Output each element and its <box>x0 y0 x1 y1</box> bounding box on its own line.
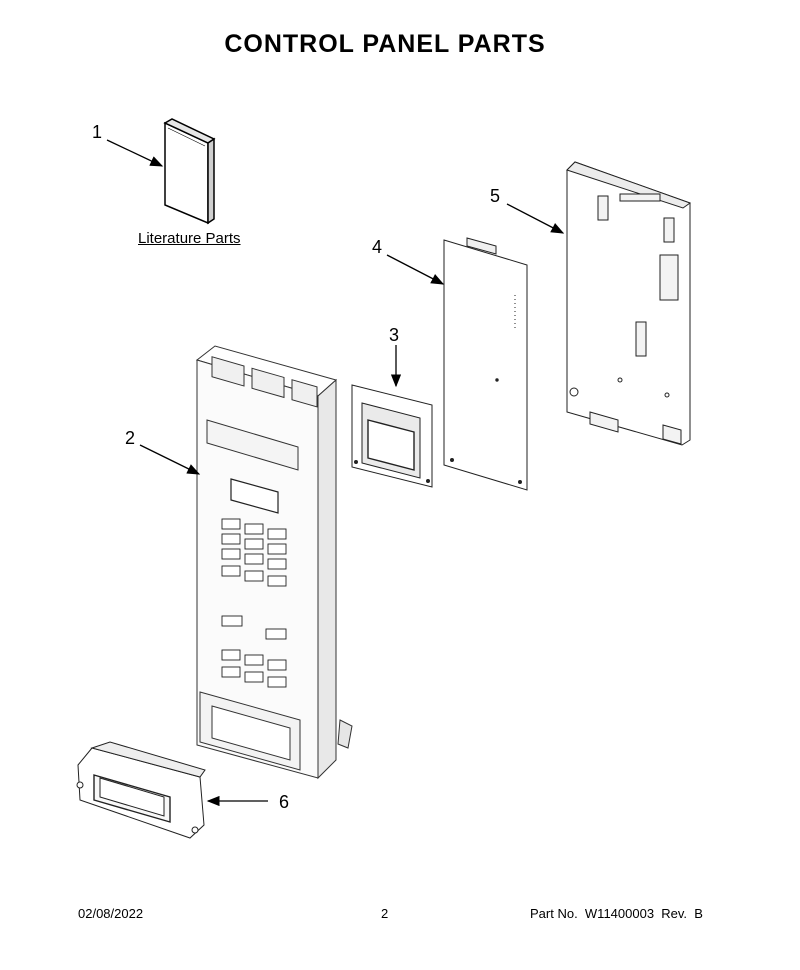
part-3-display-board <box>351 384 433 488</box>
callout-leader-2 <box>139 444 201 475</box>
part-1-literature-booklet <box>163 118 216 225</box>
footer-date: 02/08/2022 <box>78 906 144 921</box>
callout-number-6: 6 <box>279 792 290 812</box>
part-2-control-panel-housing <box>195 345 353 780</box>
part-6-button-assembly <box>76 741 206 839</box>
footer-page-number: 2 <box>381 906 389 921</box>
page-title: CONTROL PANEL PARTS <box>224 30 546 58</box>
callout-number-1: 1 <box>92 122 103 142</box>
callout-number-4: 4 <box>372 237 383 257</box>
literature-parts-label: Literature Parts <box>138 230 241 247</box>
footer-part-info: Part No. W11400003 Rev. B <box>530 906 703 921</box>
callout-leader-4 <box>386 254 445 285</box>
keypad-buttons <box>221 518 287 688</box>
part-4-circuit-board <box>443 237 528 491</box>
callout-leader-1 <box>106 139 164 167</box>
callout-leader-5 <box>506 203 565 234</box>
callout-number-2: 2 <box>125 428 136 448</box>
callout-number-5: 5 <box>490 186 501 206</box>
callout-number-3: 3 <box>389 325 400 345</box>
part-5-mounting-frame <box>566 161 692 446</box>
